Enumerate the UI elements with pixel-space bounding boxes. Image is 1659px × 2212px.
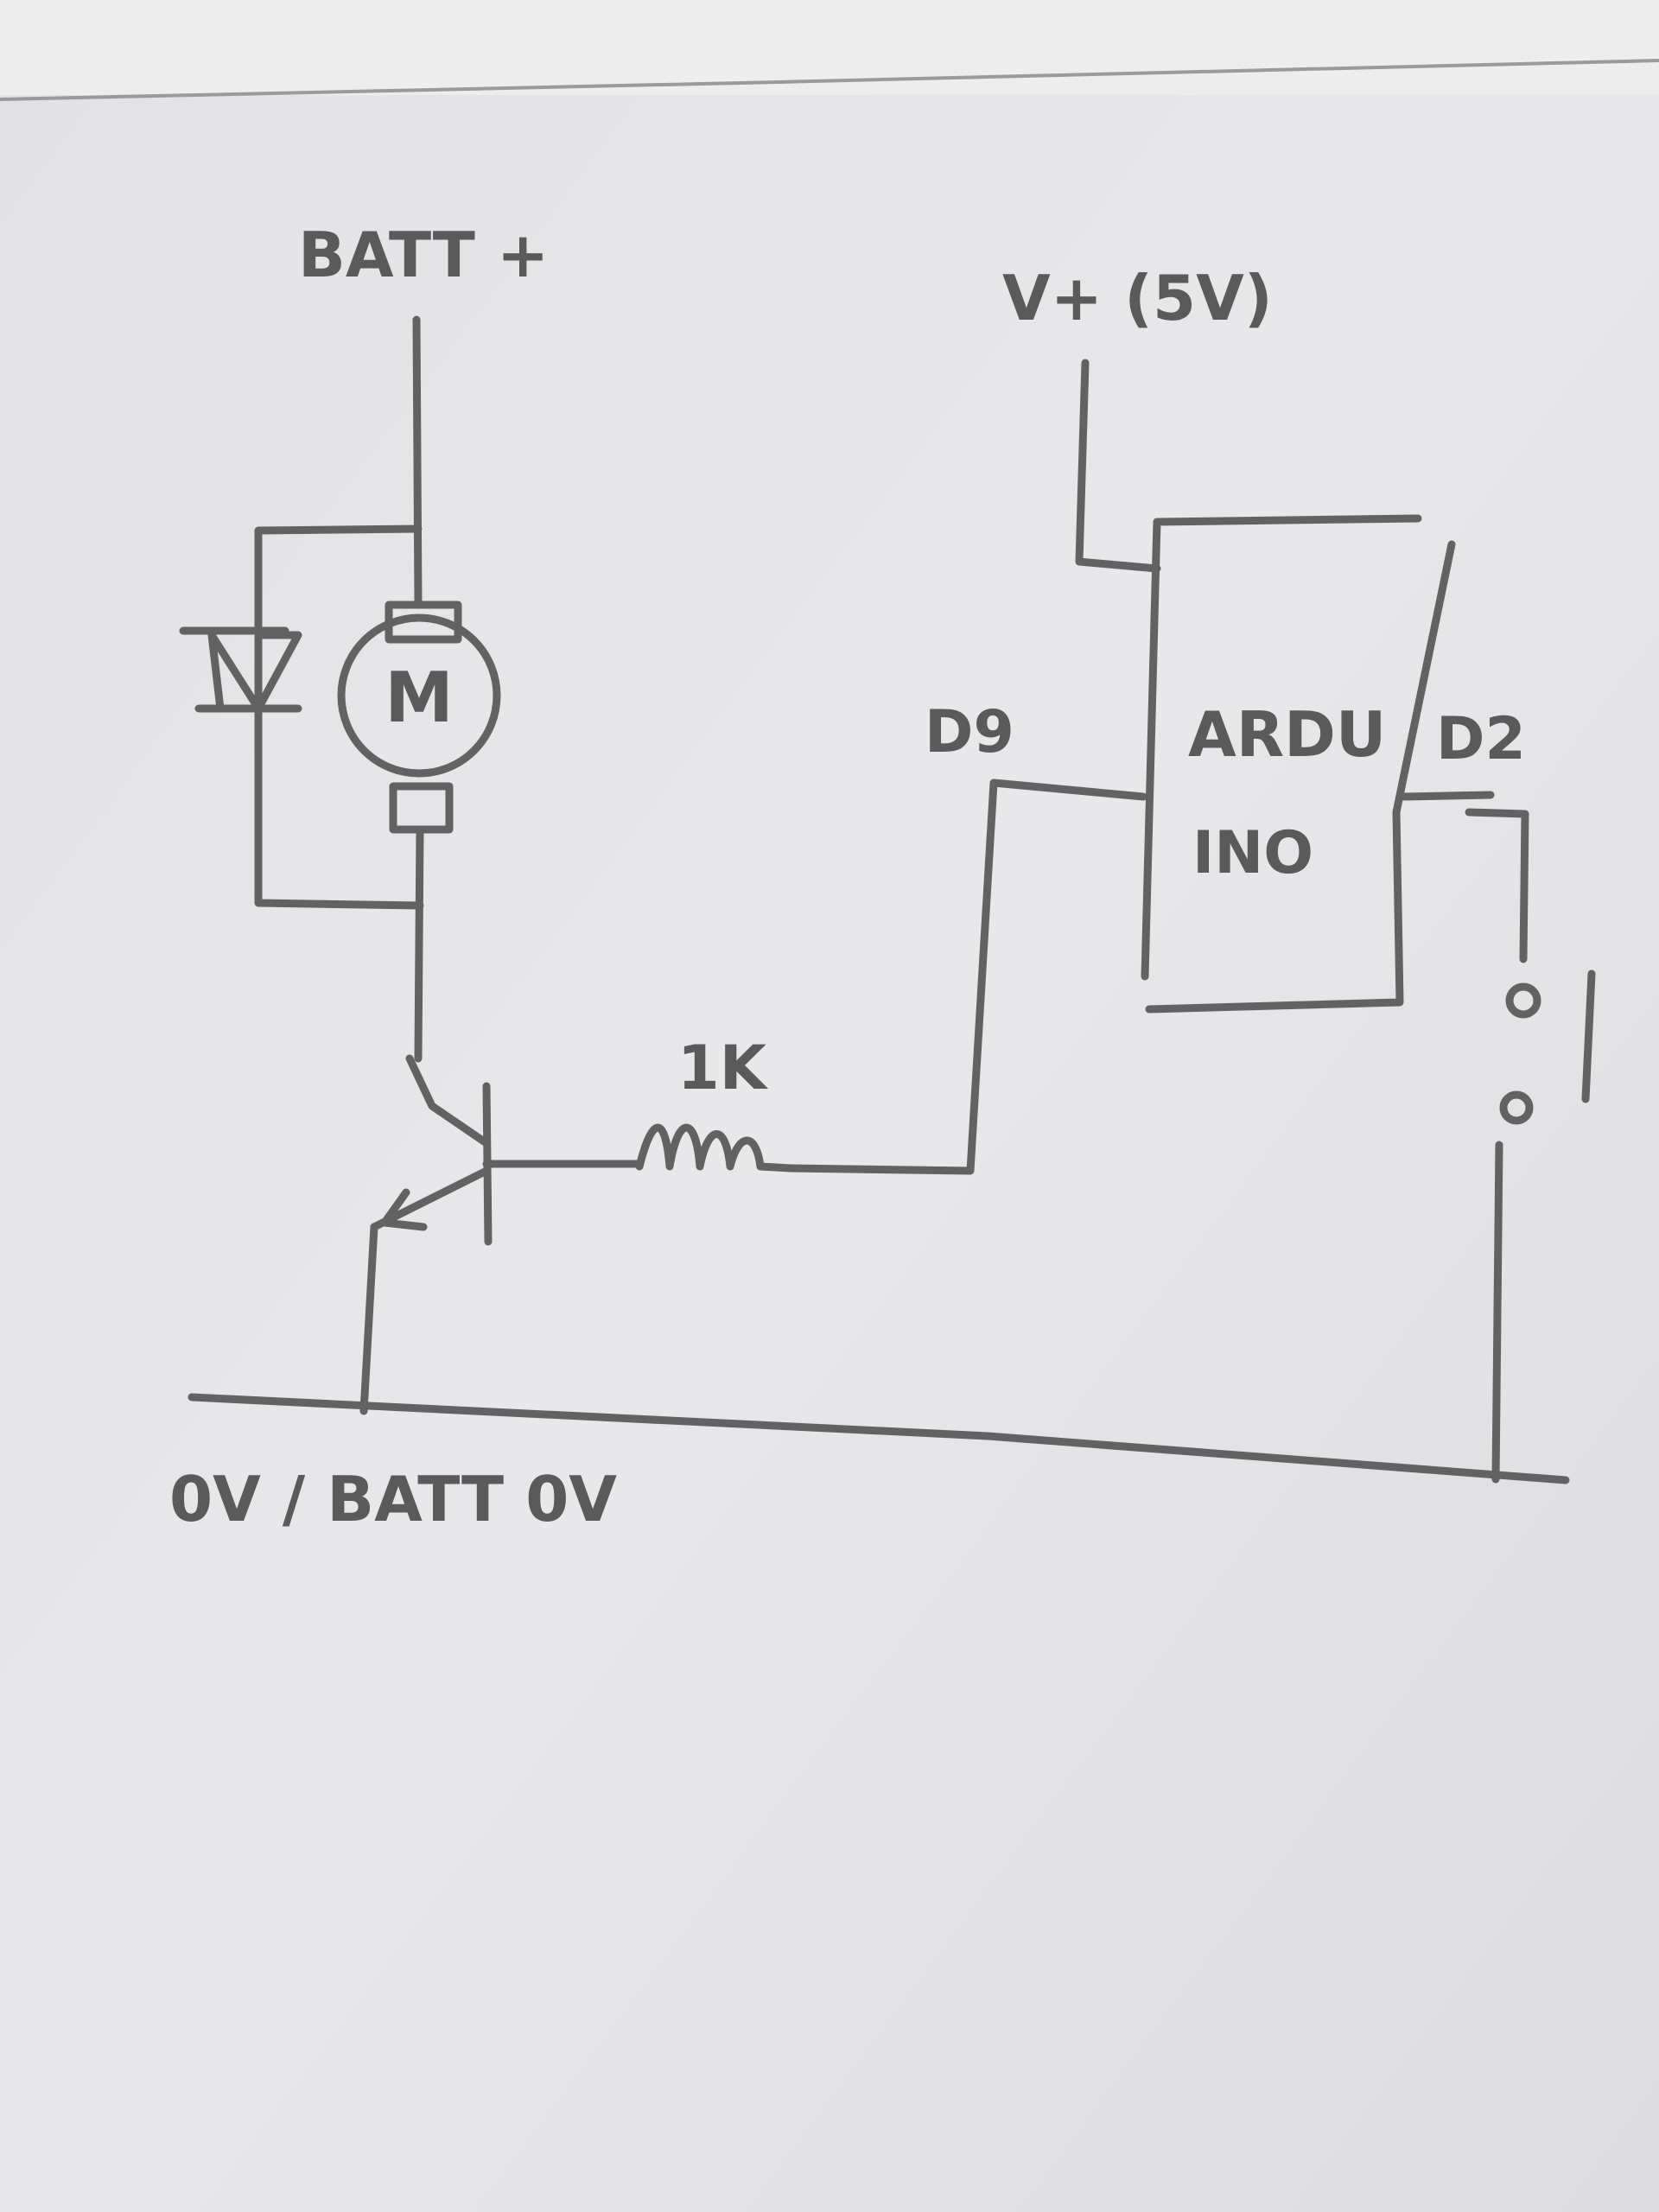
- arduino-box: [1141, 514, 1456, 1014]
- ground-rail: [188, 1393, 1570, 1484]
- motor-label: M: [385, 658, 454, 738]
- d9-signal-wire: [786, 779, 1147, 1175]
- arduino-label-bottom: INO: [1192, 819, 1313, 887]
- arduino-label-top: ARDU: [1188, 698, 1386, 771]
- paper-fold-line: [0, 59, 1659, 101]
- switch-to-ground-wire: [1491, 1141, 1503, 1484]
- supply-label: V+ (5V): [1002, 262, 1273, 334]
- supply-wire: [1075, 359, 1161, 573]
- d2-pin-label: D2: [1436, 705, 1526, 773]
- ground-label: 0V / BATT 0V: [169, 1463, 617, 1535]
- emitter-to-ground-wire: [359, 1223, 378, 1415]
- resistor-icon: [635, 1123, 795, 1173]
- d9-pin-label: D9: [925, 698, 1014, 766]
- motor-to-collector-wire: [414, 825, 424, 1063]
- battery-wire: [412, 315, 423, 609]
- diode-icon: [179, 626, 302, 713]
- flyback-loop-wire: [254, 524, 424, 910]
- switch-icon[interactable]: [1499, 969, 1596, 1125]
- motor-icon: M: [337, 601, 501, 834]
- d2-wire: [1400, 791, 1529, 963]
- resistor-label: 1K: [677, 1033, 769, 1103]
- battery-positive-label: BATT +: [298, 219, 549, 291]
